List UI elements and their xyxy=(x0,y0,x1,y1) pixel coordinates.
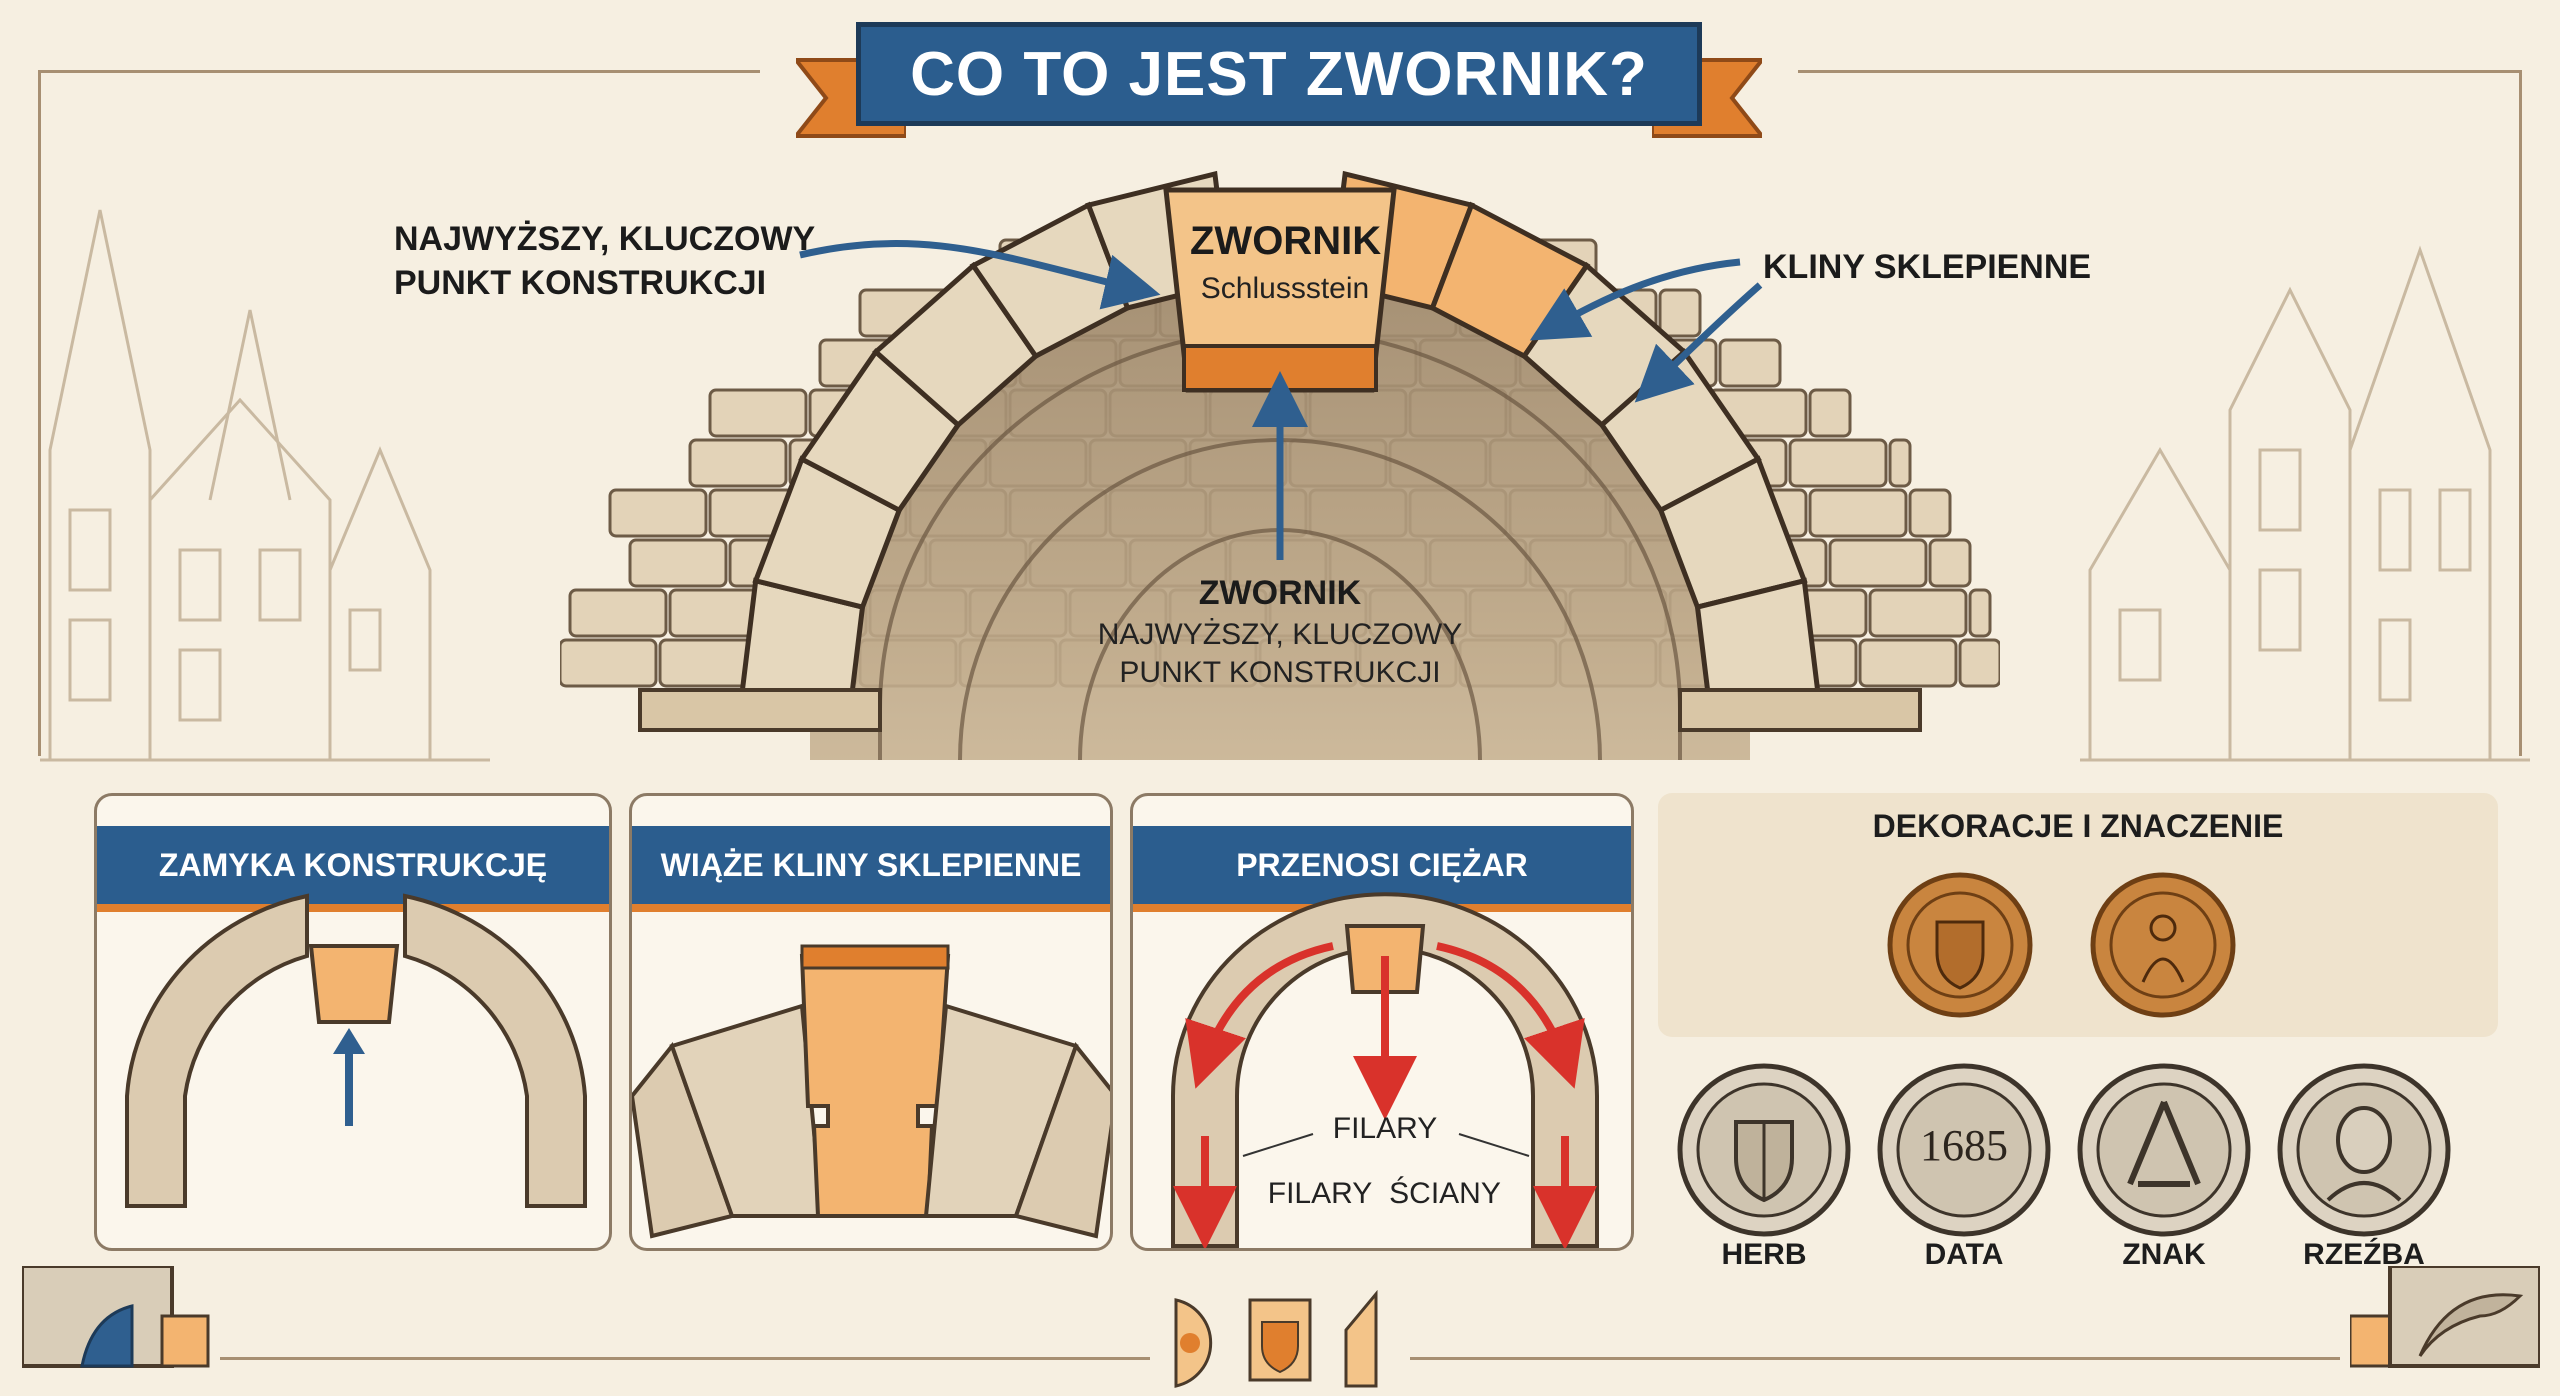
wall-block xyxy=(560,638,658,688)
arrow-to-voussoir-1 xyxy=(1529,258,1741,341)
keystone-joint-top xyxy=(800,944,950,970)
arrow-to-keystone xyxy=(799,240,1161,310)
card-transfers-load: PRZENOSI CIĘŻAR xyxy=(1130,793,1634,1251)
wall-block xyxy=(1928,538,1972,588)
city-sketch-left xyxy=(40,209,490,762)
keystone-base xyxy=(1182,344,1378,392)
open-arch-right xyxy=(403,893,587,1208)
card-voussoir-illustration xyxy=(632,944,1110,1239)
wall-block xyxy=(1908,488,1952,538)
frame-left xyxy=(38,70,41,756)
wall-block xyxy=(1658,288,1702,338)
keystone-small xyxy=(308,944,400,1024)
seal-coat-of-arms xyxy=(1887,872,2033,1018)
center-ornaments xyxy=(1174,1290,1378,1388)
frame-right xyxy=(2519,70,2522,756)
card-arch-illustration xyxy=(125,893,587,1208)
frame-bottom-right xyxy=(1410,1357,2340,1360)
card-closes-structure: ZAMYKA KONSTRUKCJĘ xyxy=(94,793,612,1251)
left-label-line1: NAJWYŻSZY, KLUCZOWY xyxy=(394,220,816,258)
medallion-data xyxy=(1877,1063,2051,1237)
wall-block xyxy=(1868,588,1968,638)
load-arch xyxy=(1171,892,1599,1248)
wall-block xyxy=(568,588,668,638)
open-arch xyxy=(125,893,309,1208)
medallion-rzezba xyxy=(2277,1063,2451,1237)
seal-figure xyxy=(2090,872,2236,1018)
wall-block xyxy=(1788,438,1888,488)
left-label-line2: PUNKT KONSTRUKCJI xyxy=(394,264,767,302)
impost-left xyxy=(638,688,882,732)
voussoir-right xyxy=(1013,1041,1110,1239)
wall-block xyxy=(1718,338,1782,388)
wall-block xyxy=(608,488,708,538)
page-title: CO TO JEST ZWORNIK? xyxy=(856,22,1702,126)
medallion-label-data: DATA xyxy=(1924,1238,2004,1271)
card-title: WIĄŻE KLINY SKLEPIENNE xyxy=(632,826,1110,912)
medallion-herb xyxy=(1677,1063,1851,1237)
wall-block xyxy=(708,388,808,438)
wall-block xyxy=(628,538,728,588)
arrow-to-voussoir-2 xyxy=(1634,282,1763,403)
right-label: KLINY SKLEPIENNE xyxy=(1763,248,2092,286)
corner-ornament-right xyxy=(2350,1266,2540,1368)
wall-block xyxy=(1958,638,2000,688)
card-title: ZAMYKA KONSTRUKCJĘ xyxy=(97,826,609,912)
corner-ornament-left xyxy=(22,1266,210,1368)
decorations-title: DEKORACJE I ZNACZENIE xyxy=(1872,808,2284,844)
main-arch-arrows xyxy=(799,240,1763,560)
wall-block xyxy=(1808,388,1852,438)
wall-block xyxy=(1808,488,1908,538)
card-load-illustration xyxy=(1171,892,1599,1248)
medallion-label-herb: HERB xyxy=(1721,1238,1807,1271)
medallion-date-text: 1685 xyxy=(1920,1121,2008,1170)
pointer-line-2 xyxy=(1458,1133,1530,1157)
city-sketch-right xyxy=(2080,245,2530,762)
center-title: ZWORNIK xyxy=(1198,574,1362,612)
load-label-right: ŚCIANY xyxy=(1389,1177,1501,1210)
wall-block xyxy=(1828,538,1928,588)
arrow-up-head xyxy=(333,1028,365,1054)
keystone-subtitle: Schlussstein xyxy=(1200,272,1370,305)
keystone-title: ZWORNIK xyxy=(1190,219,1382,263)
frame-top-right xyxy=(1798,70,2522,73)
red-arrow-left-arc xyxy=(1185,942,1334,1089)
wall-block xyxy=(688,438,788,488)
center-text-line1: NAJWYŻSZY, KLUCZOWY xyxy=(1097,618,1463,651)
medallion-label-znak: ZNAK xyxy=(2122,1238,2206,1271)
load-label-top: FILARY xyxy=(1332,1112,1438,1145)
pointer-line-1 xyxy=(1242,1133,1314,1157)
frame-bottom-left xyxy=(220,1357,1150,1360)
main-arch xyxy=(560,170,2000,761)
title-banner: CO TO JEST ZWORNIK? xyxy=(796,22,1762,144)
decorations-panel xyxy=(1658,793,2498,1037)
wall-block xyxy=(1858,638,1958,688)
wall-block xyxy=(1968,588,1992,638)
card-binds-voussoirs: WIĄŻE KLINY SKLEPIENNE xyxy=(629,793,1113,1251)
load-label-left: FILARY xyxy=(1267,1177,1373,1210)
red-arrow-right-arc xyxy=(1436,942,1585,1089)
frame-top-left xyxy=(38,70,760,73)
wall-block xyxy=(1888,438,1912,488)
center-text-line2: PUNKT KONSTRUKCJI xyxy=(1119,656,1441,689)
impost-right xyxy=(1678,688,1922,732)
medallion-znak xyxy=(2077,1063,2251,1237)
keystone-joint xyxy=(799,954,951,1218)
